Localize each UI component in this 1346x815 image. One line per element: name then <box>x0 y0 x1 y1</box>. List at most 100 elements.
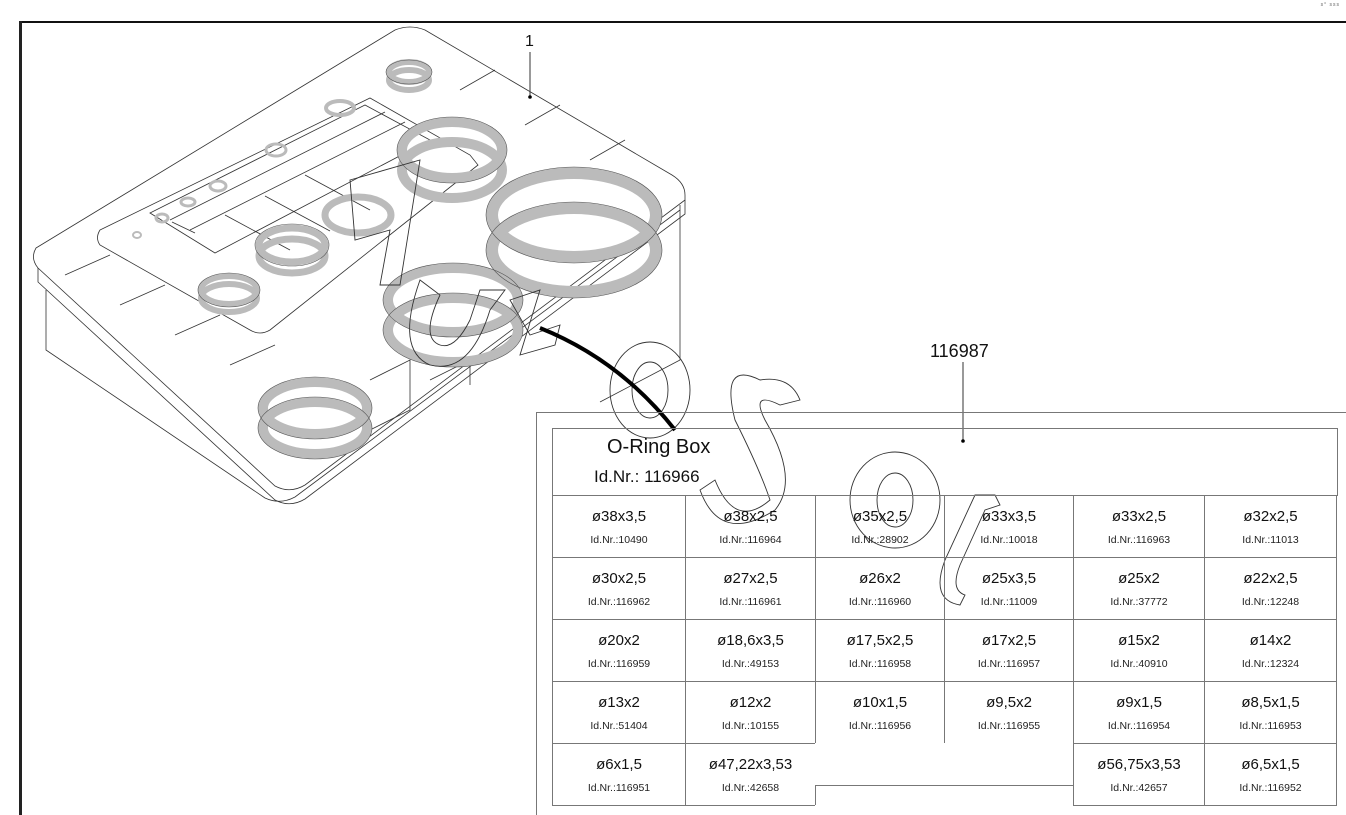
oring-size: ø33x3,5 <box>981 508 1037 525</box>
oring-size: ø6,5x1,5 <box>1241 756 1300 773</box>
oring-size: ø14x2 <box>1249 632 1292 649</box>
oring-tiny <box>132 231 142 239</box>
oring-size: ø13x2 <box>598 694 640 711</box>
oring-id-number: Id.Nr.:116951 <box>587 782 651 794</box>
oring-size: ø8,5x1,5 <box>1241 694 1300 711</box>
callout-box-number: 116987 <box>930 341 989 361</box>
oring-size: ø35x2,5 <box>852 508 908 525</box>
oring-size: ø25x2 <box>1118 570 1160 587</box>
oring-id-number: Id.Nr.:116952 <box>1239 782 1302 794</box>
oring-small-1 <box>386 59 432 93</box>
oring-size: ø17,5x2,5 <box>846 632 914 649</box>
callout-item-1: 1 <box>525 33 534 50</box>
oring-id-number: Id.Nr.:10155 <box>721 720 780 732</box>
oring-size: ø56,75x3,53 <box>1097 756 1181 773</box>
oring-size: ø30x2,5 <box>591 570 647 587</box>
watermark-swoosh <box>539 326 677 432</box>
oring-size: ø10x1,5 <box>852 694 908 711</box>
oring-small-5 <box>179 196 197 208</box>
oring-id-number: Id.Nr.:116963 <box>1107 534 1171 546</box>
oring-id-number: Id.Nr.:12248 <box>1241 596 1300 608</box>
oring-size: ø9,5x2 <box>986 694 1032 711</box>
oring-size: ø18,6x3,5 <box>717 632 784 649</box>
oring-size: ø47,22x3,53 <box>708 756 793 773</box>
oring-id-number: Id.Nr.:37772 <box>1110 596 1168 608</box>
oring-id-number: Id.Nr.:116964 <box>719 534 782 546</box>
oring-large-3 <box>383 263 523 367</box>
oring-large-1 <box>397 117 507 203</box>
callout-leader-main <box>961 362 965 443</box>
oring-id-number: Id.Nr.:10018 <box>980 534 1038 546</box>
oring-size: ø9x1,5 <box>1116 694 1162 711</box>
corner-mark: s° sss <box>1320 2 1340 8</box>
oring-id-number: Id.Nr.:116960 <box>848 596 912 608</box>
oring-size: ø38x2,5 <box>723 508 778 525</box>
oring-size: ø33x2,5 <box>1111 508 1167 525</box>
oring-size: ø25x3,5 <box>981 570 1037 587</box>
drawing-frame-top <box>20 21 1346 23</box>
oring-edges <box>197 59 663 460</box>
oring-size: ø22x2,5 <box>1243 570 1298 587</box>
oring-size: ø27x2,5 <box>723 570 778 587</box>
label-card-header: O-Ring Box Id.Nr.: 116966 <box>552 428 1338 496</box>
oring-id-number: Id.Nr.:116958 <box>848 658 912 670</box>
oring-size: ø15x2 <box>1118 632 1160 649</box>
oring-id-number: Id.Nr.:116957 <box>977 658 1041 670</box>
oring-id-number: Id.Nr.:51404 <box>590 720 648 732</box>
oring-size: ø20x2 <box>598 632 640 649</box>
oring-id-number: Id.Nr.:116962 <box>587 596 651 608</box>
oring-id-number: Id.Nr.:11009 <box>980 596 1038 608</box>
oring-id-number: Id.Nr.:12324 <box>1241 658 1300 670</box>
oring-small-4 <box>208 179 228 193</box>
oring-id-number: Id.Nr.:49153 <box>721 658 780 670</box>
label-card-title: O-Ring Box <box>607 436 711 458</box>
oring-id-number: Id.Nr.:40910 <box>1110 658 1168 670</box>
oring-id-number: Id.Nr.:11013 <box>1242 534 1299 546</box>
oring-id-number: Id.Nr.:116954 <box>1107 720 1171 732</box>
oring-medium-1 <box>198 273 260 315</box>
oring-id-number: Id.Nr.:116956 <box>848 720 912 732</box>
oring-large-2 <box>486 167 662 298</box>
oring-medium-2 <box>255 224 329 277</box>
oring-size: ø32x2,5 <box>1243 508 1298 525</box>
oring-id-number: Id.Nr.:116955 <box>977 720 1041 732</box>
oring-medium-3 <box>321 193 395 237</box>
label-sheet-border-left <box>536 412 537 815</box>
oring-id-number: Id.Nr.:42658 <box>721 782 780 794</box>
oring-size: ø6x1,5 <box>596 756 642 773</box>
drawing-frame-left <box>19 21 22 815</box>
label-card-id: Id.Nr.: 116966 <box>594 467 700 486</box>
oring-id-number: Id.Nr.:116953 <box>1239 720 1302 732</box>
box-outline <box>33 26 686 505</box>
oring-id-number: Id.Nr.:28902 <box>851 534 909 546</box>
oring-small-3 <box>264 142 288 158</box>
oring-size: ø38x3,5 <box>591 508 647 525</box>
empty-slot-border-left <box>815 785 816 805</box>
watermark-outline <box>349 159 1001 606</box>
